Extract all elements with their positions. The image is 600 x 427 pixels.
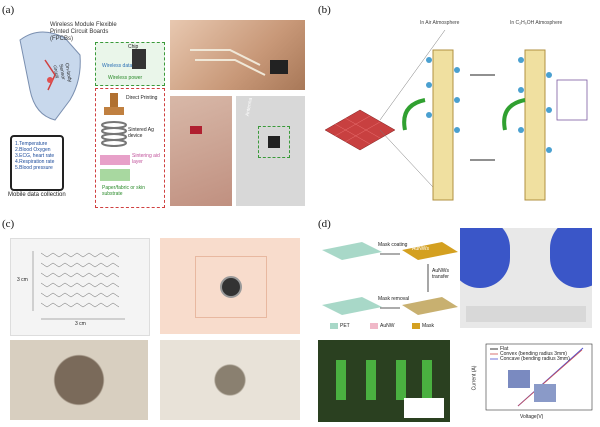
pattern-illustration: 3 cm 3 cm: [10, 238, 150, 336]
chip-label: Chip: [128, 44, 139, 50]
circuit-photo: [318, 340, 450, 422]
process-schematic: [322, 242, 458, 315]
fabric-photo-1: [10, 340, 148, 420]
phone-item: 4.Respiration rate: [15, 159, 55, 165]
panel-b-schematic: [325, 29, 588, 201]
antenna-label: Antenna: [244, 97, 254, 117]
phone-item: 1.Temperature: [15, 141, 48, 147]
chart-xlabel: Voltage(V): [520, 414, 544, 420]
panel-d-label: (d): [318, 218, 331, 230]
sintered-ag-label: Sintered Ag device: [128, 127, 154, 139]
hand-illustration: [19, 31, 81, 121]
wireless-data-label: Wireless data: [102, 63, 133, 69]
direct-printing-label: Direct Printing: [126, 95, 158, 101]
wireless-power-label: Wireless power: [108, 75, 143, 81]
phone-item: 5.Blood pressure: [15, 165, 53, 171]
antenna-photo: Antenna: [236, 96, 305, 206]
sintering-layer: [100, 155, 130, 165]
hand-photo-top: [170, 20, 305, 90]
chart-ylabel: Current (A): [471, 365, 478, 391]
legend-pet: PET: [340, 323, 350, 329]
legend-aunw: AuNW: [380, 323, 395, 329]
legend-mask: Mask: [422, 323, 434, 329]
process-legend: PET AuNW Mask: [330, 322, 460, 332]
wireless-box: Chip Wireless data Wireless power: [95, 42, 165, 86]
dim-horizontal: 3 cm: [75, 321, 86, 327]
mask-removal-label: Mask removal: [378, 296, 410, 302]
panel-c-label: (c): [2, 218, 15, 230]
mobile-label: Mobile data collection: [8, 192, 66, 198]
fabric-photo-2: [160, 340, 300, 420]
finger-photo: [170, 96, 232, 206]
ethanol-atmosphere-label: In C₂H₅OH Atmosphere: [510, 20, 563, 26]
printing-box: Direct Printing Sintered Ag device Sinte…: [95, 88, 165, 208]
sintering-aid-label: Sintering aid layer: [132, 153, 160, 165]
glove-photo: [460, 228, 592, 328]
agnws-transfer-label: AuNWs transfer: [432, 268, 449, 280]
substrate-label: Paper/fabric or skin substrate: [102, 185, 146, 197]
panel-a-label: (a): [2, 4, 15, 16]
phone-graphic: 1.Temperature 2.Blood Oxygen 3.ECG, hear…: [10, 135, 64, 191]
mask-coating-label: Mask coating: [378, 242, 408, 248]
target-illustration: [160, 238, 300, 334]
aunw-text: AuNWs: [412, 246, 429, 252]
chart-legend-convex: Convex (bending radius 3mm): [500, 351, 567, 357]
module-title: Wireless Module Flexible Printed Circuit…: [50, 22, 117, 42]
coil-graphic: [101, 121, 127, 147]
substrate-layer: [100, 169, 130, 181]
chip-graphic: [132, 49, 146, 69]
dim-vertical: 3 cm: [17, 277, 28, 283]
iv-chart: [485, 343, 593, 411]
chart-legend-flat: Flat: [500, 346, 509, 352]
phone-data-list: 1.Temperature 2.Blood Oxygen 3.ECG, hear…: [15, 141, 54, 171]
panel-b-label: (b): [318, 4, 331, 16]
phone-item: 3.ECG, heart rate: [15, 153, 55, 159]
air-atmosphere-label: In Air Atmosphere: [420, 20, 460, 26]
phone-item: 2.Blood Oxygen: [15, 147, 51, 153]
stamp-graphic: [104, 93, 124, 115]
chart-legend-concave: Concave (bending radius 3mm): [500, 356, 570, 362]
